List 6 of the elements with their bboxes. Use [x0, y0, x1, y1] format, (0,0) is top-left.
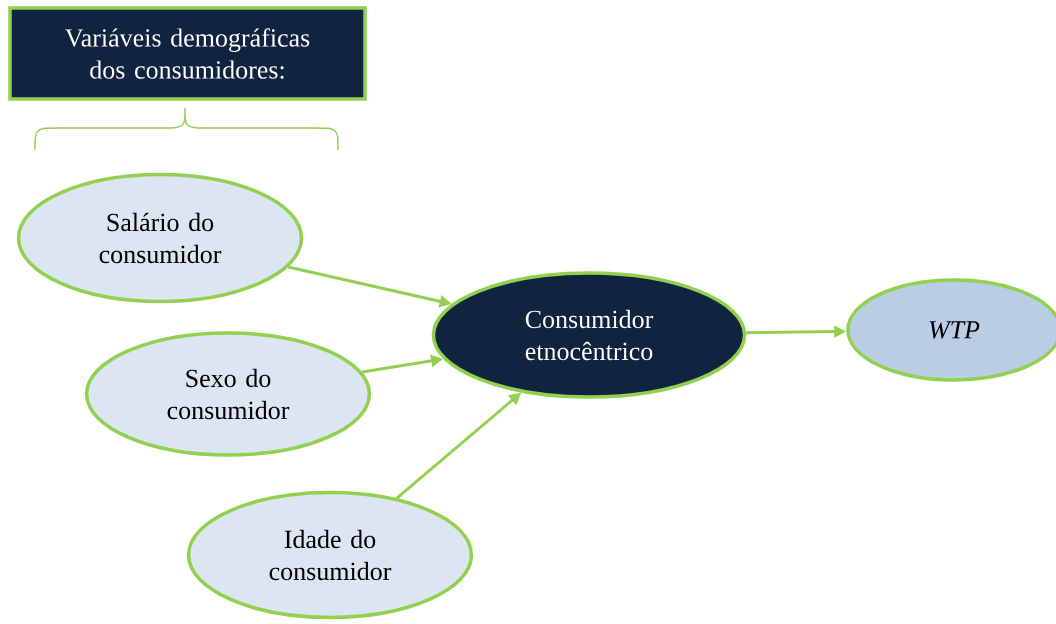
ellipse-node: Salário do consumidor — [16, 172, 304, 304]
ellipse-node: WTP — [846, 278, 1056, 382]
heading-box: Variáveis demográficas dos consumidores: — [8, 6, 367, 101]
ellipse-node: Idade do consumidor — [186, 490, 474, 620]
ellipse-node: Consumidor etnocêntrico — [431, 271, 747, 399]
ellipse-node: Sexo do consumidor — [84, 331, 372, 457]
